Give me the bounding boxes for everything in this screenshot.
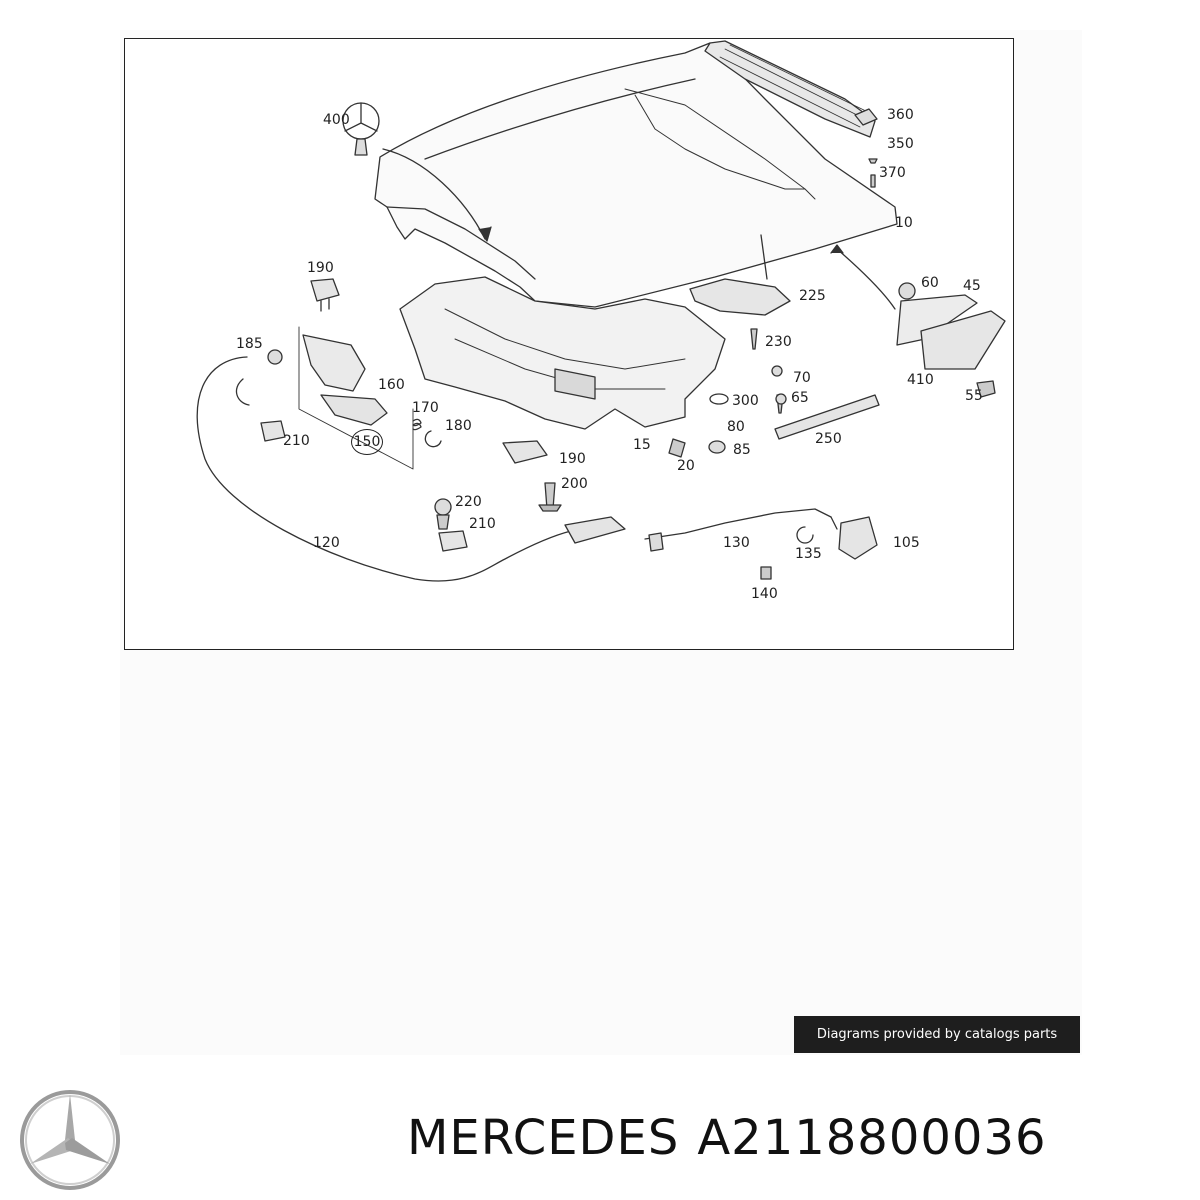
release-cable: [196, 356, 572, 582]
parts-diagram-frame: 400 360 350 370 10 190 225 60 45 230 185…: [124, 38, 1014, 650]
callout-55: 55: [965, 388, 983, 404]
gas-strut: [774, 394, 880, 440]
callout-370: 370: [879, 165, 906, 181]
part-number: A2118800036: [697, 1110, 1047, 1166]
callout-350: 350: [887, 136, 914, 152]
callout-45: 45: [963, 278, 981, 294]
callout-105: 105: [893, 535, 920, 551]
callout-300: 300: [732, 393, 759, 409]
callout-250: 250: [815, 431, 842, 447]
callout-230: 230: [765, 334, 792, 350]
callout-20: 20: [677, 458, 695, 474]
hood-inner-frame: [399, 276, 726, 430]
mercedes-star-icon: [20, 1090, 120, 1190]
release-lever: [644, 508, 832, 540]
callout-410: 410: [907, 372, 934, 388]
callout-210-upper: 210: [283, 433, 310, 449]
callout-210-lower: 210: [469, 516, 496, 532]
callout-360: 360: [887, 107, 914, 123]
callout-65: 65: [791, 390, 809, 406]
callout-140: 140: [751, 586, 778, 602]
brand-name: MERCEDES: [407, 1110, 680, 1166]
diagram-credit-badge: Diagrams provided by catalogs parts: [794, 1016, 1080, 1053]
callout-60: 60: [921, 275, 939, 291]
callout-85: 85: [733, 442, 751, 458]
callout-185: 185: [236, 336, 263, 352]
callout-190-lower: 190: [559, 451, 586, 467]
callout-130: 130: [723, 535, 750, 551]
callout-200: 200: [561, 476, 588, 492]
callout-150: 150: [351, 429, 383, 455]
callout-225: 225: [799, 288, 826, 304]
callout-190-upper: 190: [307, 260, 334, 276]
callout-15: 15: [633, 437, 651, 453]
callout-180: 180: [445, 418, 472, 434]
hood-parts-diagram: [196, 40, 1006, 582]
callout-70: 70: [793, 370, 811, 386]
part-title: MERCEDES A2118800036: [407, 1110, 1193, 1166]
hood-panel: [374, 42, 898, 308]
callout-80: 80: [727, 419, 745, 435]
callout-120: 120: [313, 535, 340, 551]
callout-220: 220: [455, 494, 482, 510]
callout-10: 10: [895, 215, 913, 231]
callout-400: 400: [323, 112, 350, 128]
callout-160: 160: [378, 377, 405, 393]
callout-170: 170: [412, 400, 439, 416]
callout-135: 135: [795, 546, 822, 562]
